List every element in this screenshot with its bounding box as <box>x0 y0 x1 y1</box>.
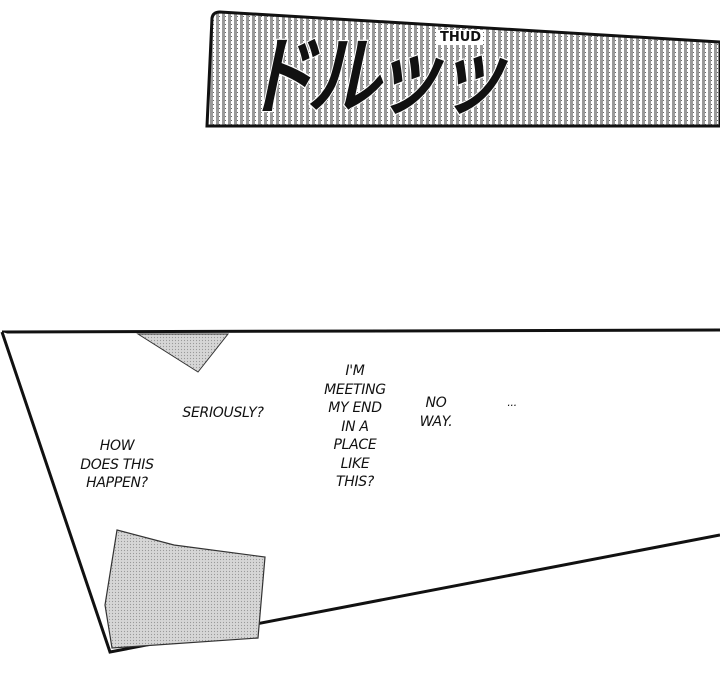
dialogue-line: LIKE <box>340 455 370 472</box>
dialogue-line: MEETING <box>324 381 386 398</box>
dialogue-no-way: NO WAY. <box>420 394 453 431</box>
dialogue-line: IN A <box>341 418 369 435</box>
dialogue-line: I'M <box>345 363 365 379</box>
dialogue-meeting-my-end: I'M MEETING MY END IN A PLACE LIKE THIS? <box>324 362 386 492</box>
dialogue-ellipsis: ... <box>507 394 517 413</box>
dialogue-line: ... <box>507 396 517 409</box>
dialogue-line: SERIOUSLY? <box>182 405 264 421</box>
dialogue-line: MY END <box>328 400 382 416</box>
dialogue-line: WAY. <box>419 413 453 430</box>
top-panel <box>205 10 720 128</box>
dialogue-seriously: SERIOUSLY? <box>182 404 263 423</box>
dialogue-line: PLACE <box>333 437 377 453</box>
bottom-panel <box>0 328 720 654</box>
dialogue-line: DOES THIS <box>80 456 154 473</box>
dialogue-line: THIS? <box>335 474 375 490</box>
dialogue-line: NO <box>425 395 447 411</box>
dialogue-line: HAPPEN? <box>86 475 148 491</box>
dialogue-line: HOW <box>99 438 135 454</box>
sfx-translation: THUD <box>438 30 484 45</box>
dialogue-how-does-this-happen: HOW DOES THIS HAPPEN? <box>80 437 154 493</box>
